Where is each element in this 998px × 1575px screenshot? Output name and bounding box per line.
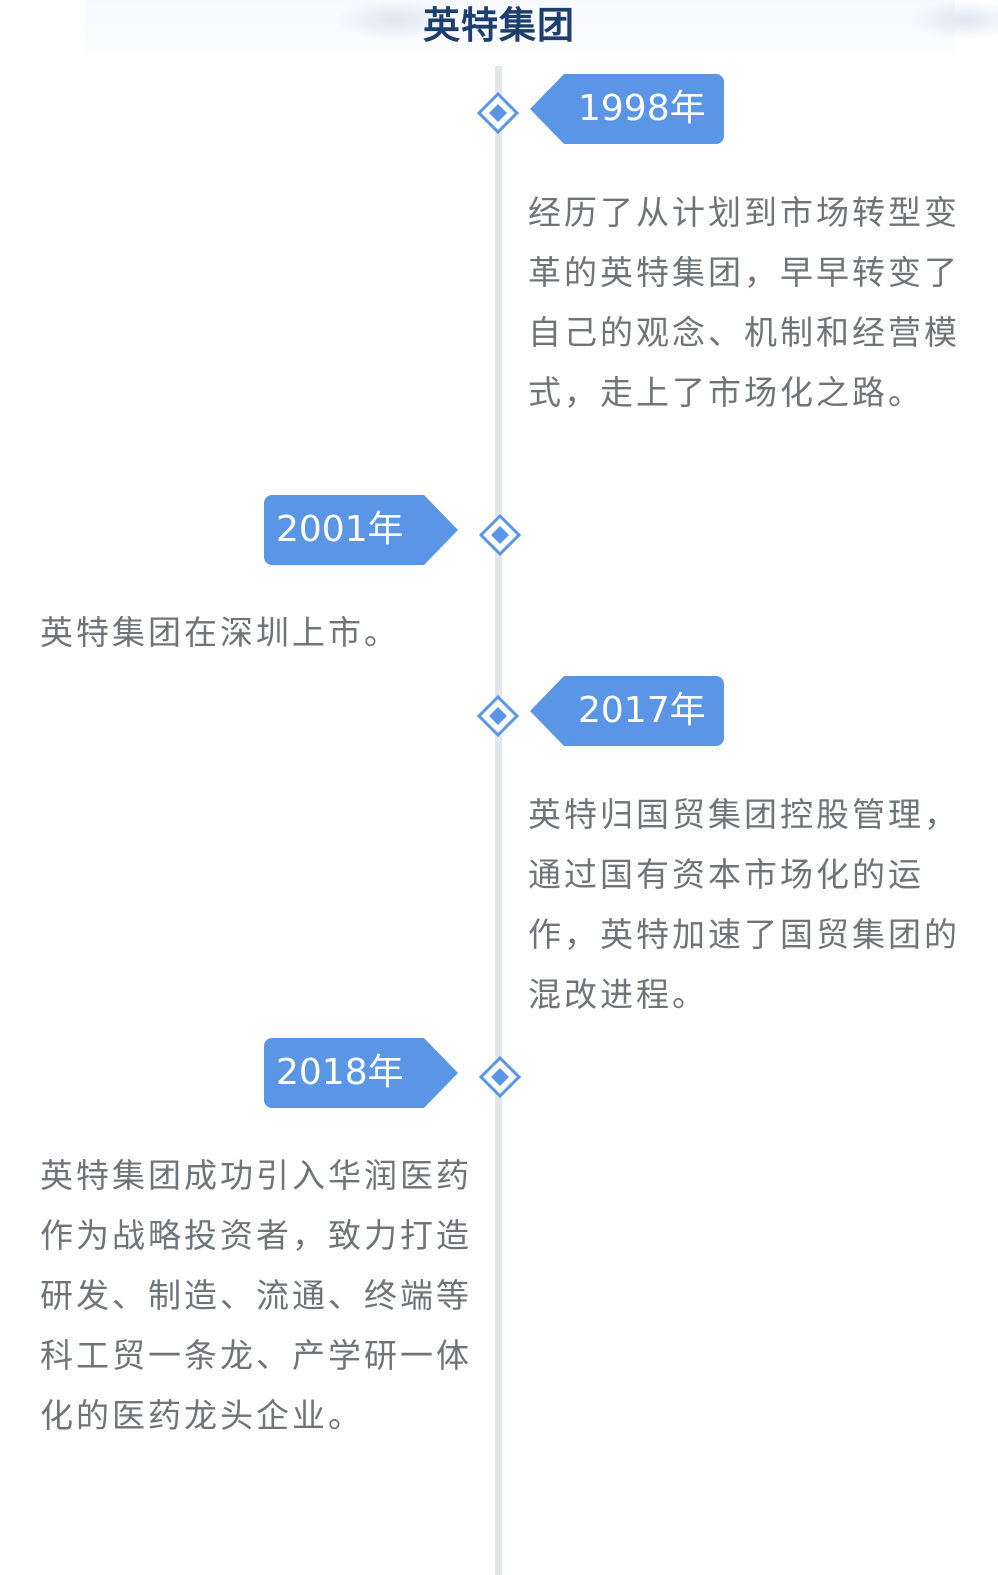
- event-description-2001: 英特集团在深圳上市。: [40, 613, 400, 652]
- page-title: 英特集团: [423, 4, 575, 47]
- year-tag-2001: 2001年: [264, 495, 458, 565]
- header-decoration: [335, 0, 455, 40]
- header-decoration: [905, 0, 998, 40]
- timeline-node-diamond-icon: [476, 91, 520, 135]
- event-description-2018: 英特集团成功引入华润医药作为战略投资者，致力打造研发、制造、流通、终端等科工贸一…: [40, 1156, 472, 1435]
- timeline-node-diamond-icon: [478, 1055, 522, 1099]
- timeline-node-diamond-icon: [478, 513, 522, 557]
- timeline-axis: [495, 66, 502, 1575]
- header-banner: [85, 0, 998, 66]
- timeline-node-diamond-icon: [476, 694, 520, 738]
- event-description-2017: 英特归国贸集团控股管理，通过国有资本市场化的运作，英特加速了国贸集团的混改进程。: [528, 795, 960, 1014]
- year-tag-1998: 1998年: [530, 74, 724, 144]
- event-description-1998: 经历了从计划到市场转型变革的英特集团，早早转变了自己的观念、机制和经营模式，走上…: [528, 193, 960, 412]
- year-tag-2018: 2018年: [264, 1038, 458, 1108]
- year-tag-2017: 2017年: [530, 676, 724, 746]
